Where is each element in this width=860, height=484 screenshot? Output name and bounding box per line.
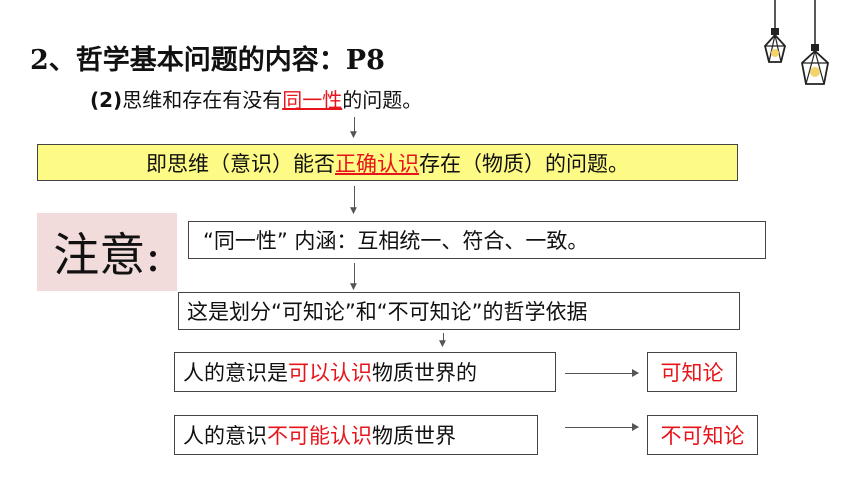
meaning-text: “同一性” 内涵：互相统一、符合、一致。 xyxy=(203,229,589,253)
page-title: 2、哲学基本问题的内容：P8 xyxy=(30,45,385,76)
subtitle: (2)思维和存在有没有同一性的问题。 xyxy=(90,84,422,113)
subtitle-text-after: 的问题。 xyxy=(342,88,423,112)
lamp-icon-left xyxy=(764,0,786,63)
top-bar xyxy=(0,0,860,10)
subtitle-highlight: 同一性 xyxy=(282,88,343,112)
unknowable-result-box: 不可知论 xyxy=(647,415,758,455)
arrow-down-1-head: ▼ xyxy=(350,130,357,140)
lamp-icon-right xyxy=(801,0,829,85)
meaning-box: “同一性” 内涵：互相统一、符合、一致。 xyxy=(188,221,766,259)
definition-text-after: 存在（物质）的问题。 xyxy=(419,151,629,176)
unknowable-result: 不可知论 xyxy=(660,424,745,448)
arrow-right-1 xyxy=(565,369,639,377)
note-label: 注意: xyxy=(37,213,177,291)
unknowable-box: 人的意识不可能认识物质世界 xyxy=(174,415,538,455)
subtitle-number: (2) xyxy=(90,88,123,112)
unknowable-text-before: 人的意识 xyxy=(183,424,267,448)
knowable-box: 人的意识是可以认识物质世界的 xyxy=(174,352,556,392)
arrow-down-4 xyxy=(443,333,444,343)
arrow-down-3 xyxy=(354,263,355,285)
subtitle-text-before: 思维和存在有没有 xyxy=(122,88,283,112)
unknowable-text-after: 物质世界 xyxy=(372,424,456,448)
definition-highlight: 正确认识 xyxy=(335,151,419,176)
arrow-right-2 xyxy=(565,423,639,431)
knowable-text-after: 物质世界的 xyxy=(372,361,477,385)
basis-text: 这是划分“可知论”和“不可知论”的哲学依据 xyxy=(187,300,588,324)
arrow-down-2 xyxy=(354,186,355,209)
knowable-result-box: 可知论 xyxy=(647,352,737,392)
knowable-text-before: 人的意识是 xyxy=(183,361,288,385)
unknowable-highlight: 不可能认识 xyxy=(267,424,372,448)
definition-text-before: 即思维（意识）能否 xyxy=(146,151,335,176)
definition-box: 即思维（意识）能否正确认识存在（物质）的问题。 xyxy=(37,144,738,181)
knowable-result: 可知论 xyxy=(660,361,724,385)
knowable-highlight: 可以认识 xyxy=(288,361,372,385)
arrow-down-1 xyxy=(354,117,355,134)
arrow-down-3-head: ▼ xyxy=(350,282,357,292)
arrow-down-2-head: ▼ xyxy=(350,206,357,216)
arrow-down-4-head: ▼ xyxy=(439,339,446,349)
basis-box: 这是划分“可知论”和“不可知论”的哲学依据 xyxy=(178,292,740,330)
